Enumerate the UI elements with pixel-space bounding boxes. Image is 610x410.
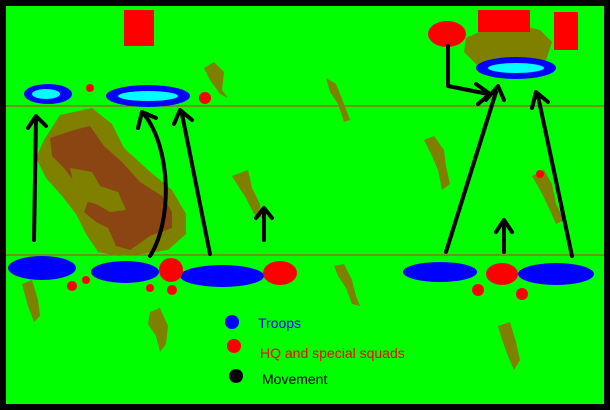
black-dot-icon (229, 369, 243, 383)
movement-arrows (26, 44, 574, 258)
tree-cluster (424, 136, 450, 190)
hill-terrain-patch (70, 168, 126, 212)
objective-marker (124, 10, 154, 46)
troop-unit (91, 261, 159, 283)
movement-arrow (136, 110, 168, 258)
tree-cluster (326, 78, 350, 122)
hq-unit (428, 21, 466, 47)
building-ruins-terrain (50, 126, 172, 250)
tree-cluster (148, 308, 168, 352)
legend-label-movement: Movement (262, 371, 327, 387)
troop-unit (180, 265, 264, 287)
tree-cluster (232, 170, 262, 218)
tree-cluster (532, 170, 564, 224)
troop-unit-highlight (118, 91, 178, 101)
hq-unit (159, 258, 183, 282)
hq-unit (486, 263, 518, 285)
troop-unit-highlight (488, 63, 544, 73)
tree-cluster (22, 280, 40, 322)
tree-cluster (204, 62, 228, 98)
movement-arrow (172, 108, 212, 256)
special-squad (82, 276, 90, 284)
special-squad (67, 281, 77, 291)
objective-marker (554, 12, 578, 50)
special-squad (86, 84, 94, 92)
troop-unit (403, 262, 477, 282)
troop-unit (518, 263, 594, 285)
tree-cluster (498, 322, 520, 370)
movement-arrow (494, 218, 514, 254)
movement-arrow (446, 44, 492, 106)
movement-arrow (530, 90, 574, 258)
special-squad (199, 92, 211, 104)
special-squad (167, 285, 177, 295)
objective-marker (478, 10, 530, 32)
special-squad (536, 170, 544, 178)
special-squad (146, 284, 154, 292)
special-squad (516, 288, 528, 300)
movement-arrow (26, 114, 48, 242)
troop-unit (8, 256, 76, 280)
legend-label-hq: HQ and special squads (260, 345, 405, 361)
tree-cluster (334, 264, 360, 306)
legend-label-troops: Troops (258, 315, 301, 331)
red-dot-icon (227, 339, 241, 353)
special-squad (472, 284, 484, 296)
troop-unit-highlight (32, 89, 60, 99)
blue-dot-icon (225, 315, 239, 329)
movement-arrow (254, 206, 274, 242)
hq-unit (263, 261, 297, 285)
